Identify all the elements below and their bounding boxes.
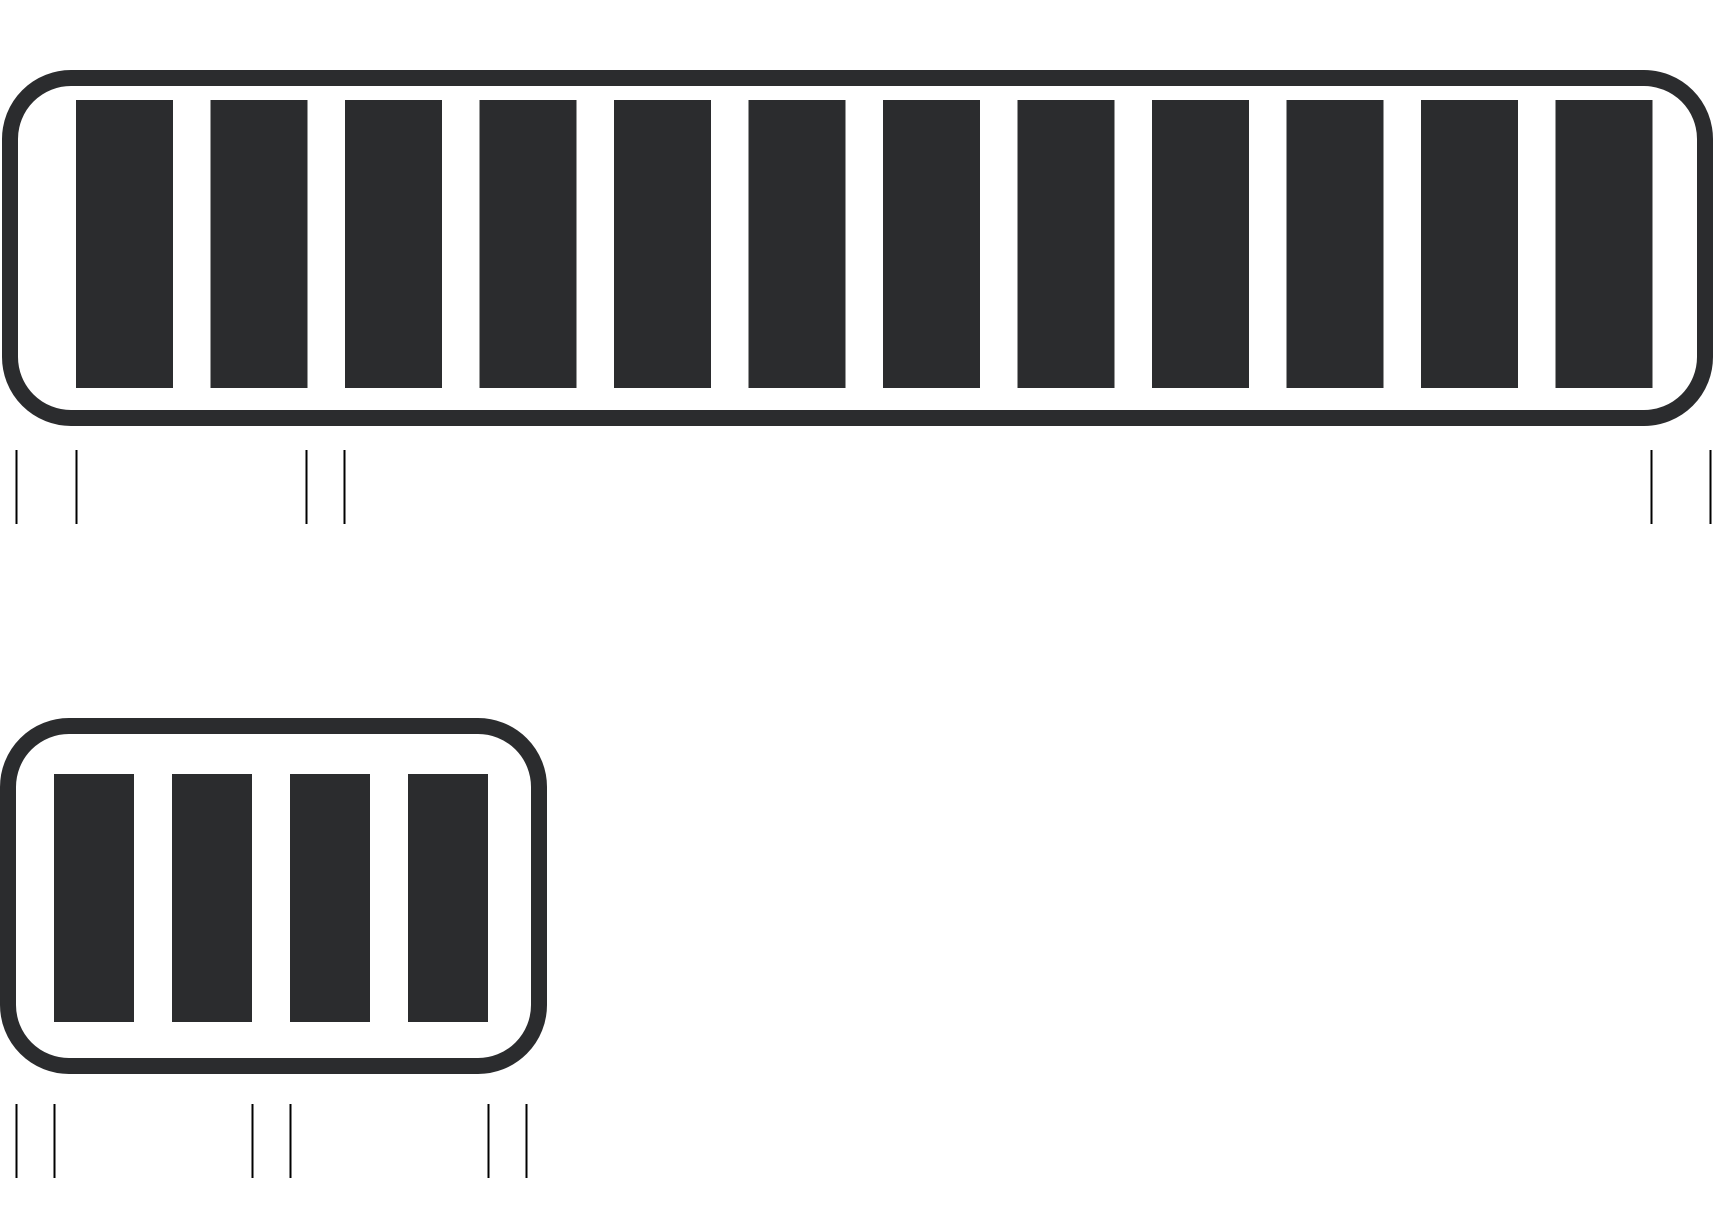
small-frame — [0, 718, 547, 1074]
large-cell-8 — [1017, 100, 1115, 388]
large-bar-group — [2, 70, 1713, 524]
small-cell-3 — [290, 774, 370, 1022]
large-cell-5 — [614, 100, 711, 388]
large-cell-3 — [345, 100, 442, 388]
large-cell-12 — [1555, 100, 1653, 388]
small-cell-4 — [408, 774, 488, 1022]
large-cell-6 — [748, 100, 846, 388]
large-cell-10 — [1286, 100, 1384, 388]
large-frame — [2, 70, 1713, 426]
large-cell-9 — [1152, 100, 1249, 388]
large-cell-7 — [883, 100, 980, 388]
small-cell-2 — [172, 774, 252, 1022]
small-bar-group — [0, 718, 547, 1178]
large-cell-1 — [76, 100, 173, 388]
large-cell-11 — [1421, 100, 1518, 388]
small-cell-1 — [54, 774, 134, 1022]
large-cell-2 — [210, 100, 308, 388]
large-cell-4 — [479, 100, 577, 388]
